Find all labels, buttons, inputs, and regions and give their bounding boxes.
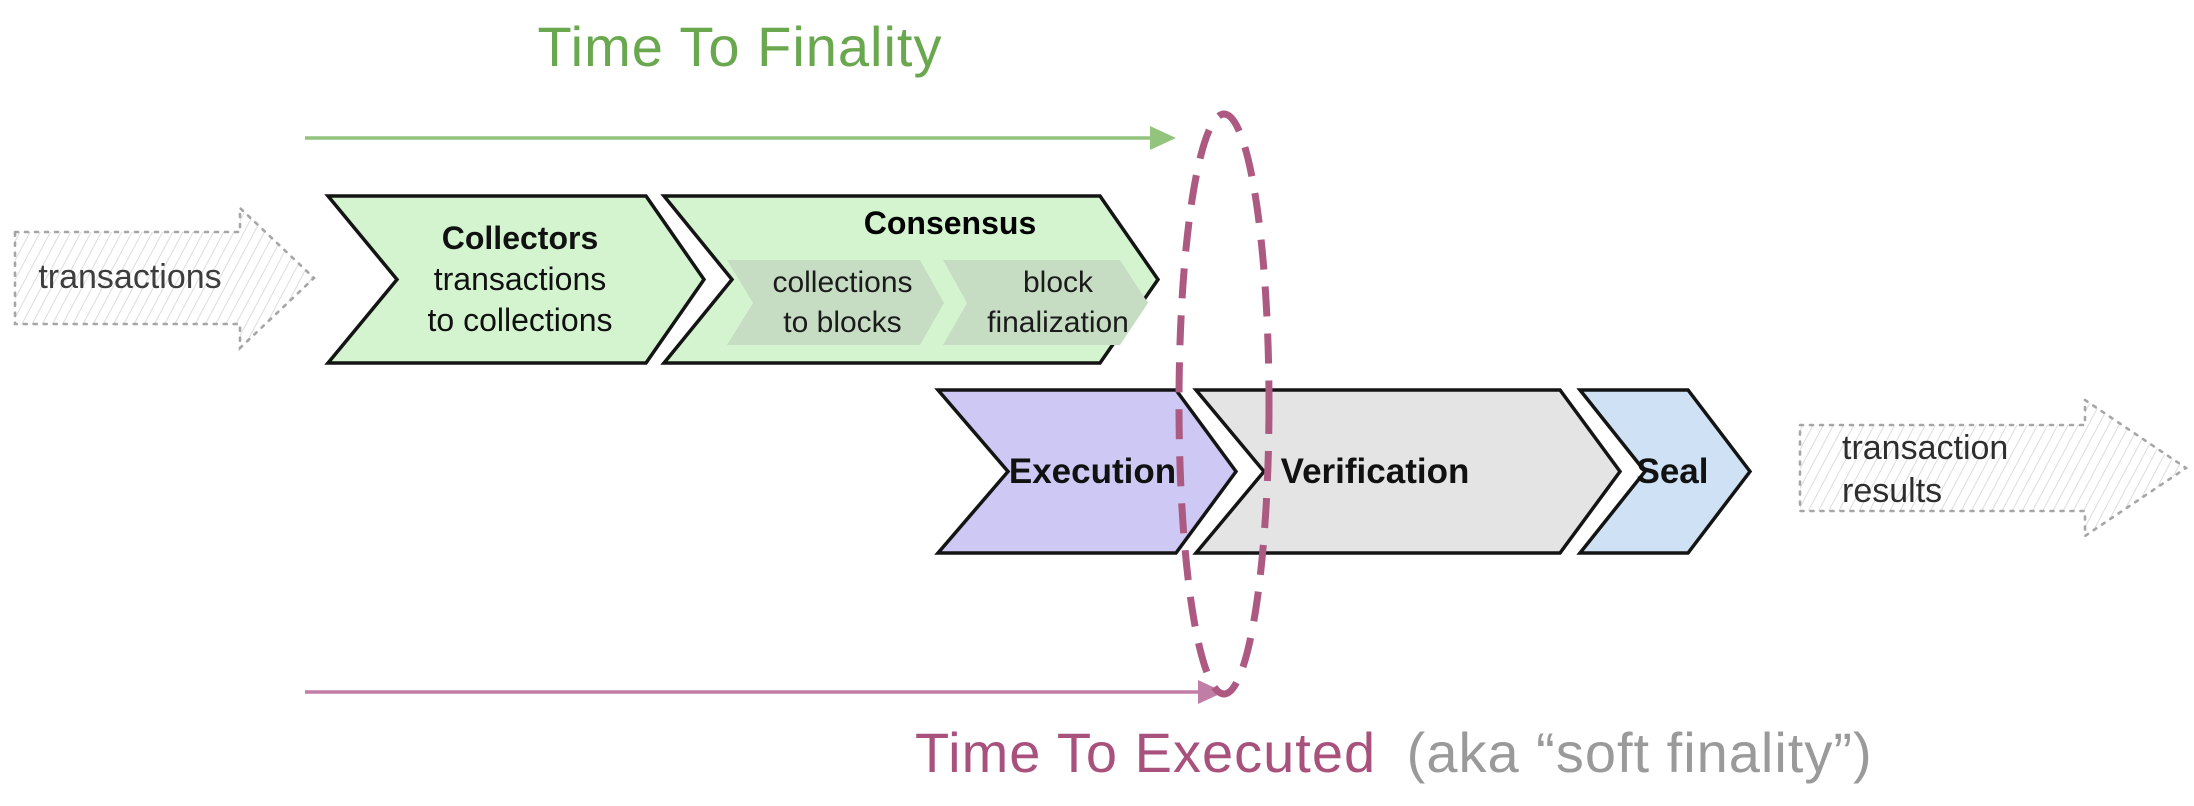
collectors-subtitle: transactions to collections xyxy=(427,261,613,338)
time-to-executed-label: Time To Executed xyxy=(915,721,1377,784)
consensus-substep-collections-to-blocks-chevron xyxy=(727,260,944,345)
collectors-label-group: Collectors transactions to collections xyxy=(400,196,640,363)
transaction-results-label: transaction results xyxy=(1842,429,2009,510)
collectors-title: Collectors xyxy=(441,220,599,256)
time-to-executed-line: Time To Executed (aka “soft finality”) xyxy=(915,722,1873,784)
verification-chevron xyxy=(1192,388,1623,555)
seal-label: Seal xyxy=(1636,451,1709,491)
transaction-results-output-arrow xyxy=(1798,397,2189,539)
seal-chevron xyxy=(1576,388,1753,555)
soft-finality-ellipse xyxy=(1175,110,1273,698)
transactions-input-arrow xyxy=(13,204,316,352)
time-to-executed-arrow xyxy=(305,680,1224,704)
verification-label: Verification xyxy=(1280,451,1470,491)
execution-label: Execution xyxy=(1008,451,1177,491)
time-to-finality-label: Time To Finality xyxy=(537,15,943,78)
consensus-substep-collections-to-blocks-label: collections to blocks xyxy=(772,265,913,339)
time-to-finality-arrow xyxy=(305,126,1176,150)
soft-finality-note: (aka “soft finality”) xyxy=(1406,721,1873,784)
collectors-chevron xyxy=(324,194,707,365)
consensus-substep-block-finalization-label: block finalization xyxy=(987,265,1129,339)
consensus-substep-block-finalization-chevron xyxy=(943,260,1148,345)
time-to-finality-arrowhead-icon xyxy=(1150,126,1176,150)
time-to-executed-arrowhead-icon xyxy=(1198,680,1224,704)
consensus-title: Consensus xyxy=(863,205,1037,241)
transactions-label: transactions xyxy=(38,258,222,296)
